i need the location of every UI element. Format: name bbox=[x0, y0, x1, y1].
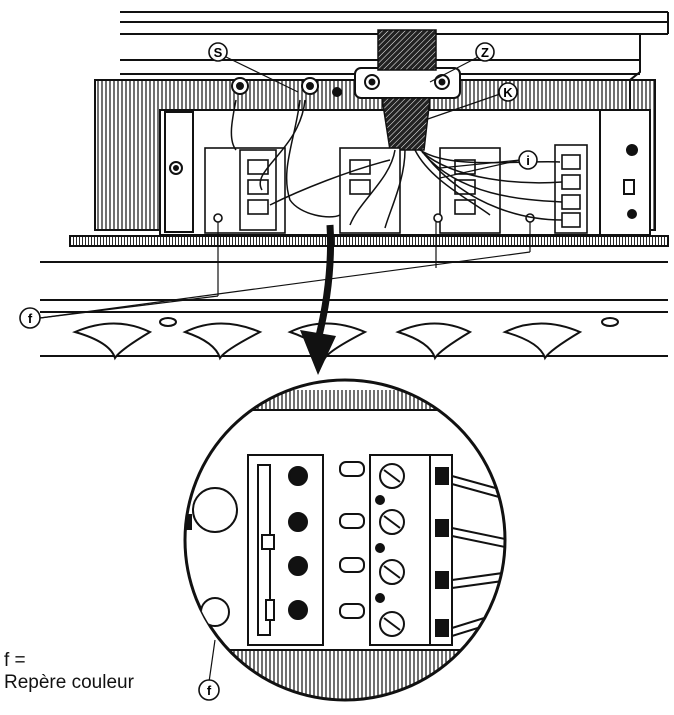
legend: f = Repère couleur bbox=[4, 650, 134, 694]
legend-description: Repère couleur bbox=[4, 672, 134, 693]
legend-key: f = bbox=[4, 650, 26, 671]
callout-k: K bbox=[498, 82, 518, 102]
callout-f-bottom: f bbox=[198, 679, 220, 701]
svg-text:K: K bbox=[503, 85, 513, 100]
power-cable-sleeve bbox=[377, 29, 437, 151]
callouts: S Z K i f f bbox=[19, 42, 538, 701]
svg-text:i: i bbox=[526, 153, 530, 168]
terminal-blocks bbox=[204, 144, 588, 234]
callout-i: i bbox=[518, 150, 538, 170]
callout-z: Z bbox=[475, 42, 495, 62]
svg-text:Z: Z bbox=[481, 45, 489, 60]
base-rail bbox=[40, 235, 669, 361]
svg-text:f: f bbox=[28, 311, 33, 326]
detail-magnifier bbox=[183, 378, 507, 702]
svg-text:S: S bbox=[214, 45, 223, 60]
callout-s: S bbox=[208, 42, 228, 62]
wire-bundle bbox=[230, 99, 563, 229]
callout-f-left: f bbox=[19, 307, 41, 329]
svg-text:f: f bbox=[207, 683, 212, 698]
leader-lines bbox=[39, 55, 531, 683]
zoom-arrow bbox=[300, 224, 336, 375]
